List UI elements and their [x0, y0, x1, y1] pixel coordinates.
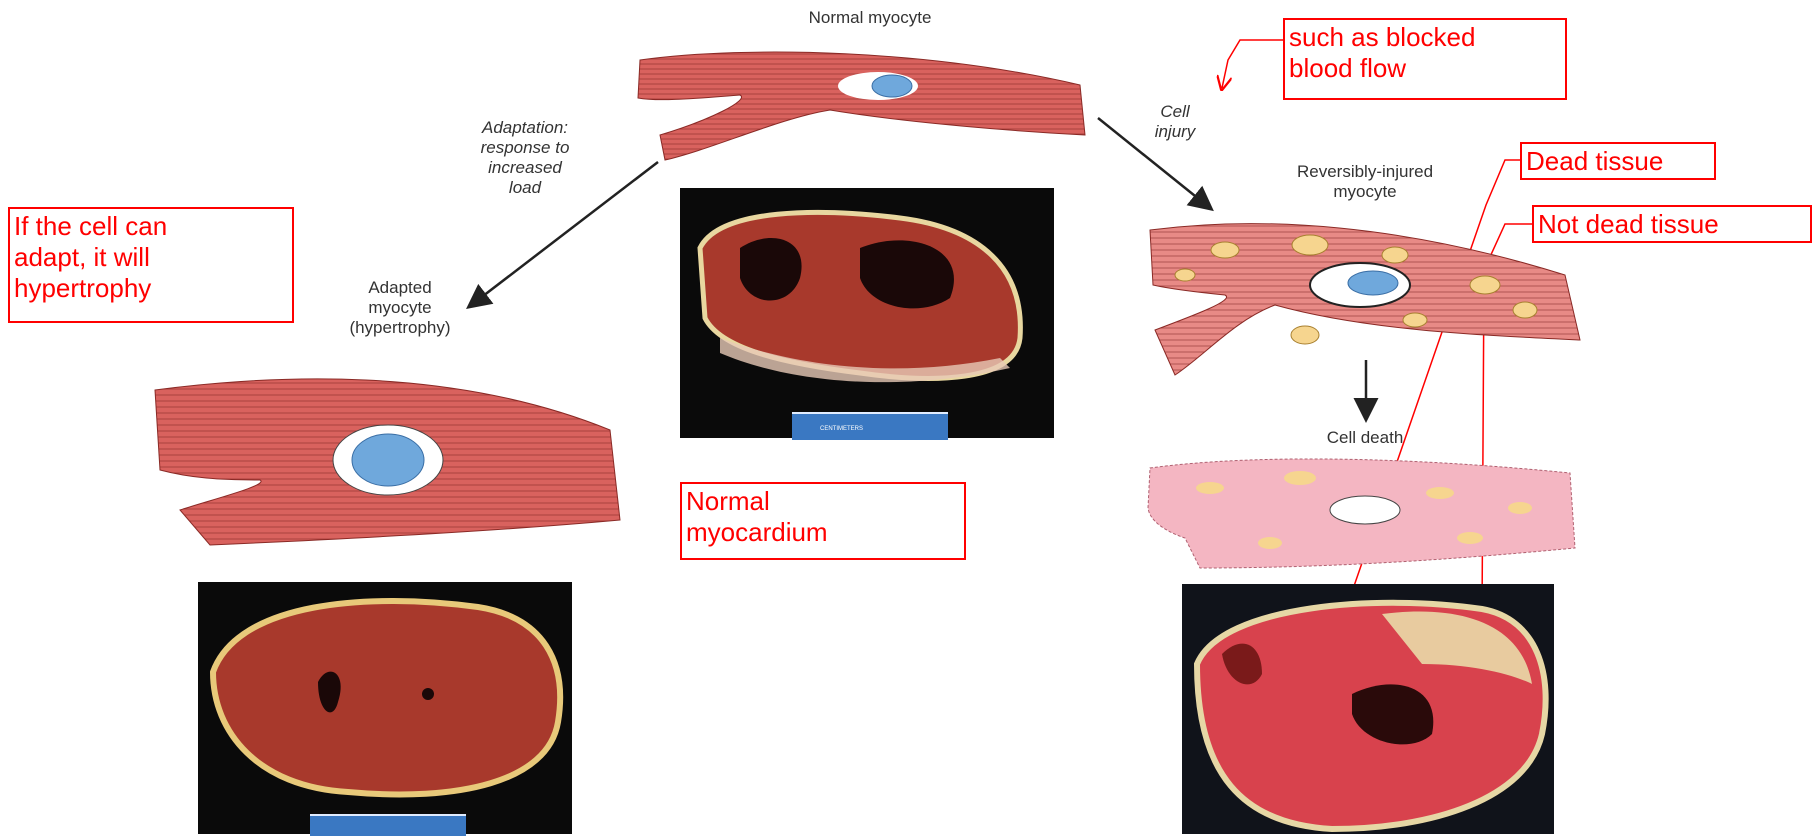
annotation-dead-tissue: Dead tissue	[1520, 142, 1716, 180]
dead-cell	[1140, 448, 1580, 578]
normal-myocardium-photo: CENTIMETERS	[680, 188, 1054, 438]
annotation-adapt-hypertrophy: If the cell can adapt, it will hypertrop…	[8, 207, 294, 323]
annotation-not-dead-tissue: Not dead tissue	[1532, 205, 1812, 243]
ruler-icon	[310, 814, 466, 836]
cell-death-label: Cell death	[1300, 428, 1430, 448]
ruler-icon: CENTIMETERS	[792, 412, 948, 440]
annotation-normal-myocardium: Normal myocardium	[680, 482, 966, 560]
reversibly-injured-label: Reversibly-injured myocyte	[1265, 162, 1465, 202]
hypertrophy-myocardium-photo	[198, 582, 572, 834]
adapted-myocyte-label: Adapted myocyte (hypertrophy)	[315, 278, 485, 338]
annotation-blocked-blood-flow: such as blocked blood flow	[1283, 18, 1567, 100]
reversibly-injured-cell	[1145, 215, 1585, 385]
infarct-myocardium-photo	[1182, 584, 1554, 834]
adapted-myocyte-cell	[150, 360, 630, 560]
